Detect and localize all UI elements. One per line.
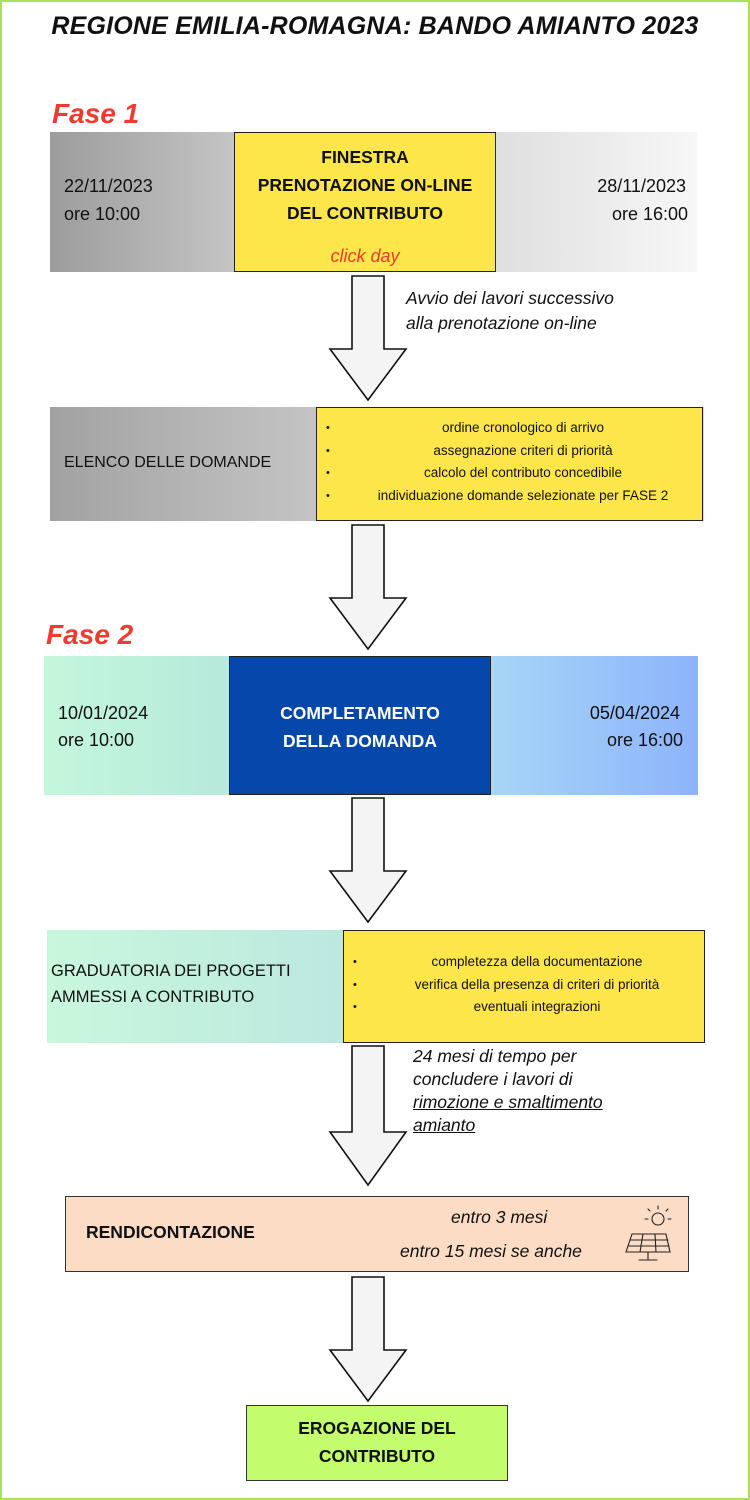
- down-arrow-icon: [328, 524, 408, 651]
- list-item: calcolo del contributo concedibile: [318, 462, 702, 485]
- phase-1-window-title-line2: PRENOTAZIONE ON-LINE: [257, 175, 473, 195]
- phase-2-title-line2: DELLA DOMANDA: [283, 731, 437, 751]
- phase-2-completion-box: [229, 656, 491, 795]
- down-arrow-icon: [328, 797, 408, 924]
- rendicontazione-label: RENDICONTAZIONE: [86, 1222, 255, 1242]
- list-item: completezza della documentazione: [345, 951, 703, 974]
- arrow-4-note-line2: concludere i lavori di: [413, 1069, 573, 1089]
- down-arrow-icon: [328, 275, 408, 402]
- phase-2-label: Fase 2: [46, 619, 134, 650]
- arrow-4-note-line3: rimozione e smaltimento: [413, 1092, 603, 1112]
- phase-2-end-time: ore 16:00: [606, 730, 683, 750]
- graduatoria-label-line2: AMMESSI A CONTRIBUTO: [51, 988, 255, 1006]
- erogazione-box: [246, 1405, 508, 1481]
- page-title: REGIONE EMILIA-ROMAGNA: BANDO AMIANTO 20…: [51, 12, 699, 40]
- graduatoria-label-line1: GRADUATORIA DEI PROGETTI: [51, 962, 291, 980]
- phase-1-end-time: ore 16:00: [611, 204, 688, 224]
- phase-2-title-line1: COMPLETAMENTO: [280, 703, 440, 723]
- phase-2-start-date: 10/01/2024: [58, 703, 149, 723]
- phase-1-label: Fase 1: [52, 98, 140, 129]
- list-item: individuazione domande selezionate per F…: [318, 485, 702, 508]
- arrow-4-note-line1: 24 mesi di tempo per: [413, 1046, 577, 1066]
- rendicontazione-box: [65, 1196, 689, 1272]
- down-arrow-icon: [328, 1276, 408, 1403]
- elenco-label: ELENCO DELLE DOMANDE: [64, 454, 272, 471]
- list-item: eventuali integrazioni: [345, 996, 703, 1019]
- rendicontazione-line1: entro 3 mesi: [451, 1207, 548, 1227]
- rendicontazione-line2: entro 15 mesi se anche: [400, 1241, 582, 1261]
- list-item: assegnazione criteri di priorità: [318, 440, 702, 463]
- phase-1-window-title-line3: DEL CONTRIBUTO: [287, 203, 443, 223]
- down-arrow-icon: [328, 1045, 408, 1187]
- list-item: verifica della presenza di criteri di pr…: [345, 974, 703, 997]
- phase-1-end-date: 28/11/2023: [597, 176, 686, 196]
- list-item: ordine cronologico di arrivo: [318, 417, 702, 440]
- phase-1-start-date: 22/11/2023: [64, 176, 153, 196]
- phase-2-start-time: ore 10:00: [58, 730, 135, 750]
- solar-panel-icon: [625, 1205, 672, 1261]
- erogazione-line1: EROGAZIONE DEL: [298, 1418, 456, 1438]
- elenco-criteria-list: ordine cronologico di arrivo assegnazion…: [318, 417, 702, 507]
- erogazione-line2: CONTRIBUTO: [318, 1446, 436, 1466]
- phase-1-start-time: ore 10:00: [64, 204, 141, 224]
- phase-2-end-date: 05/04/2024: [589, 703, 680, 723]
- arrow-4-note-line4: amianto: [413, 1115, 476, 1135]
- arrow-1-note-line1: Avvio dei lavori successivo: [406, 288, 614, 308]
- arrow-1-note-line2: alla prenotazione on-line: [406, 313, 597, 333]
- click-day-label: click day: [330, 246, 400, 266]
- graduatoria-checks-list: completezza della documentazione verific…: [345, 951, 703, 1019]
- phase-1-window-box: [234, 132, 496, 272]
- phase-1-window-title-line1: FINESTRA: [321, 147, 409, 167]
